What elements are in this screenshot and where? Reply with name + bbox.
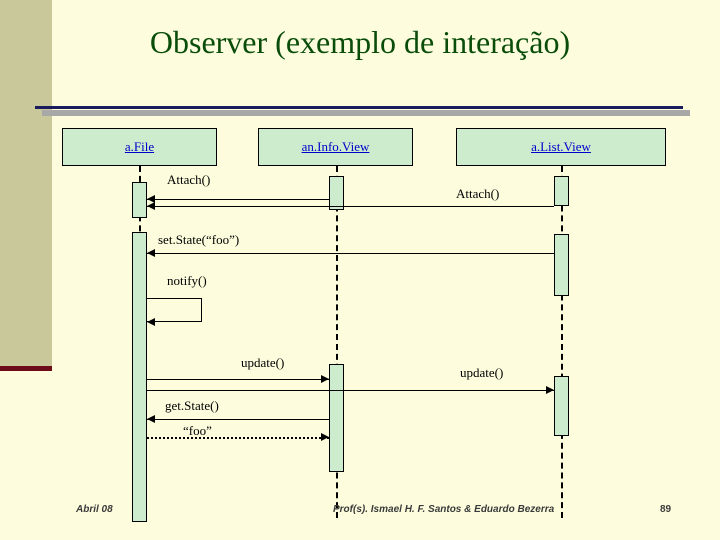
message-label-attach-2: Attach(): [456, 186, 500, 201]
message-line-setstate: [147, 253, 554, 254]
message-label-update-2: update(): [460, 365, 504, 380]
activation-afile-2: [132, 232, 147, 522]
message-label-notify: notify(): [167, 273, 207, 288]
activation-afile-1: [132, 182, 147, 218]
message-arrow-setstate: [147, 249, 155, 257]
object-label: a.File: [124, 139, 155, 154]
message-arrow-update-1: [321, 375, 329, 383]
message-arrow-getstate: [147, 415, 155, 423]
activation-aninfoview-1: [329, 176, 344, 210]
message-arrow-foo-return: [321, 433, 329, 441]
object-label: an.Info.View: [301, 139, 370, 154]
message-line-foo-return: [147, 437, 329, 439]
message-label-update-1: update(): [241, 355, 285, 370]
message-label-setstate: set.State(“foo”): [158, 232, 240, 247]
title-rule: [35, 106, 683, 109]
message-arrow-update-2: [546, 386, 554, 394]
page-title: Observer (exemplo de interação): [149, 24, 571, 60]
object-box-alistview: a.List.View: [456, 128, 666, 166]
message-label-attach-1: Attach(): [167, 172, 211, 187]
activation-alistview-3: [554, 376, 569, 436]
object-box-aninfoview: an.Info.View: [258, 128, 413, 166]
message-line-attach-1: [147, 199, 329, 200]
footer-page-number: 89: [660, 504, 672, 515]
activation-alistview-1: [554, 176, 569, 206]
message-line-update-1: [147, 379, 329, 380]
message-line-attach-2: [147, 206, 554, 207]
object-box-afile: a.File: [62, 128, 217, 166]
activation-aninfoview-2: [329, 364, 344, 472]
footer-date: Abril 08: [76, 504, 113, 515]
message-arrow-attach-1: [147, 195, 155, 203]
message-line-update-2: [147, 390, 554, 391]
message-arrow-attach-2: [147, 202, 155, 210]
object-label: a.List.View: [531, 139, 591, 154]
activation-alistview-2: [554, 234, 569, 296]
footer-authors: Prof(s). Ismael H. F. Santos & Eduardo B…: [333, 504, 555, 515]
message-selfcall-notify: [147, 298, 202, 322]
lifeline-aninfoview: [336, 166, 338, 518]
message-label-getstate: get.State(): [165, 398, 219, 413]
lifeline-alistview: [561, 166, 563, 518]
title-rule-shadow: [42, 110, 690, 116]
message-label-foo-return: “foo”: [183, 423, 212, 438]
left-sidebar-accent: [0, 366, 52, 371]
left-sidebar-decoration: [0, 0, 52, 370]
message-line-getstate: [147, 419, 329, 420]
message-arrow-notify: [147, 318, 155, 326]
